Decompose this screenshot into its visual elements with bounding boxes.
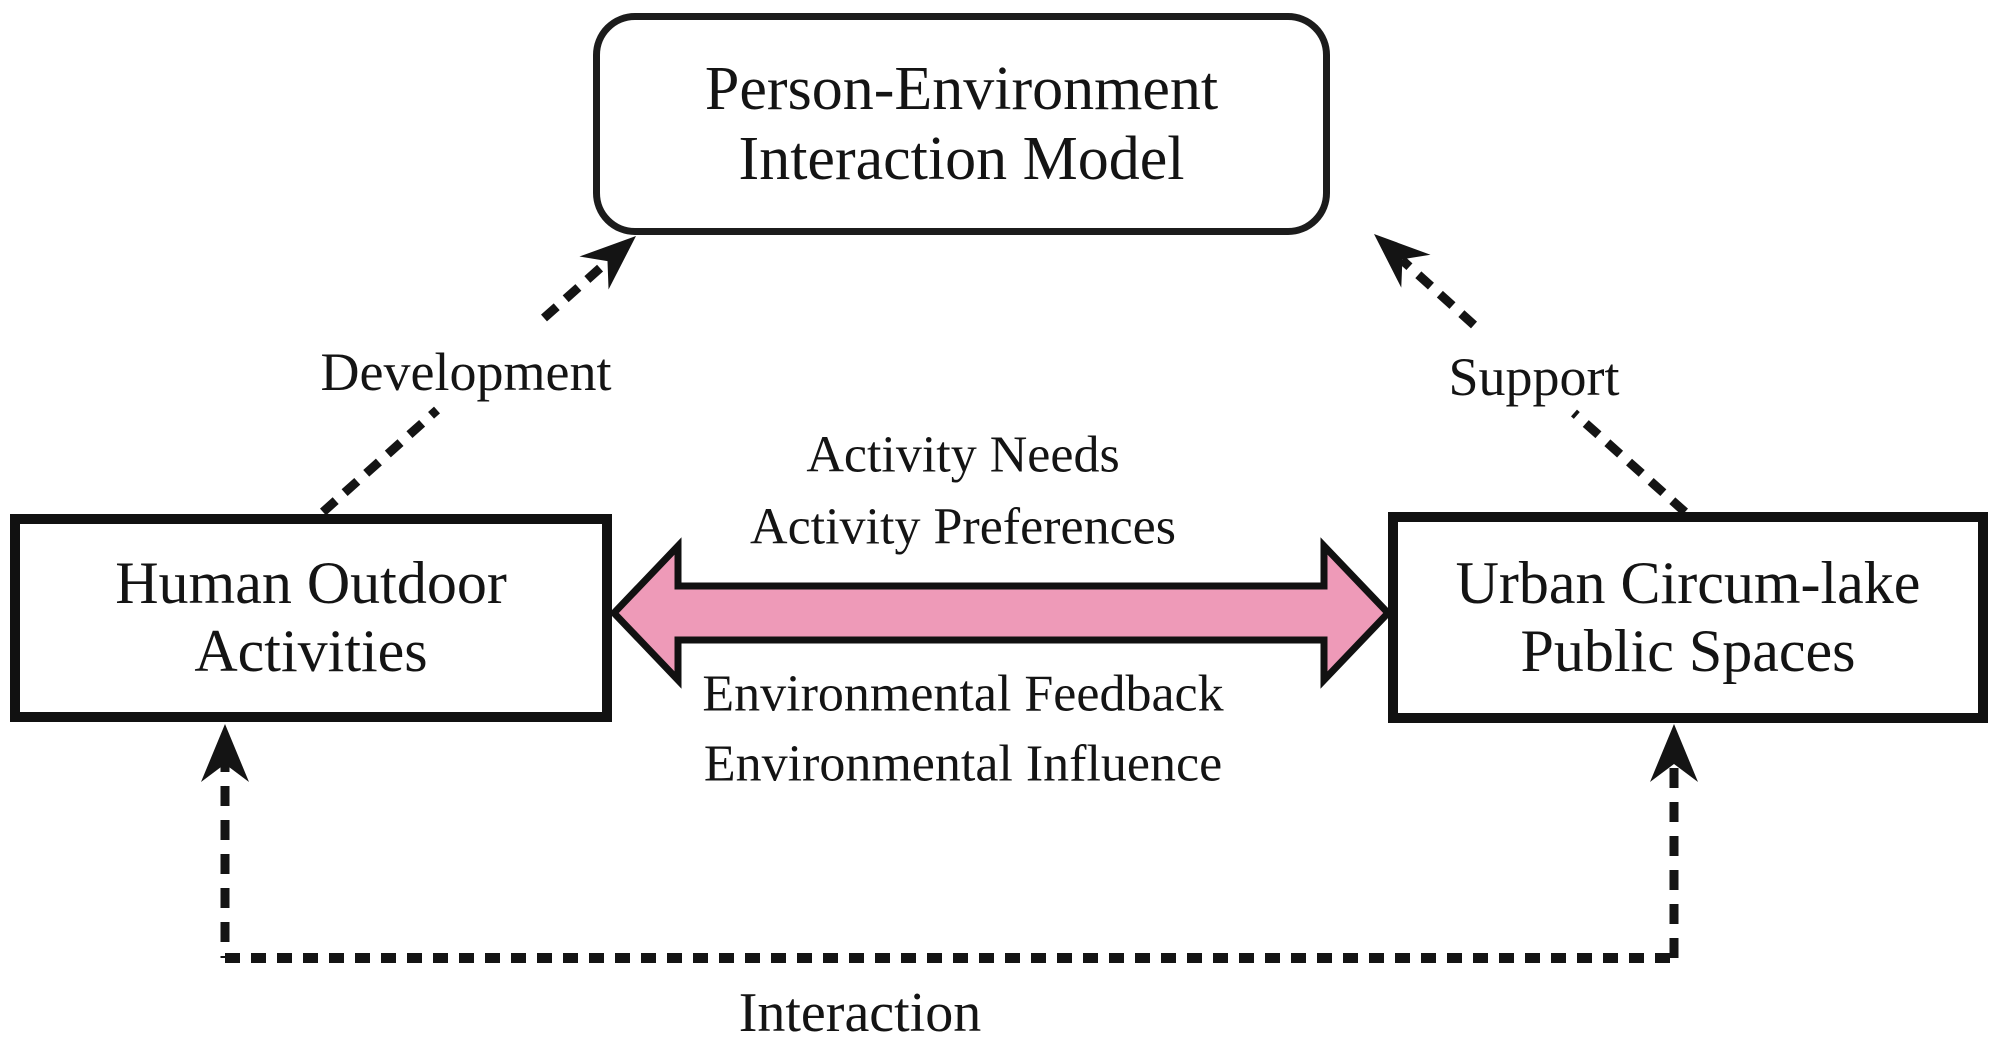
top-box-label-line2: Interaction Model [738, 125, 1185, 193]
interaction-right-arrowhead [1650, 724, 1698, 782]
environmental-influence-label: Environmental Influence [703, 735, 1223, 793]
development-edge-label: Development [320, 342, 612, 402]
support-edge-label: Support [1448, 347, 1620, 407]
activity-preferences-label: Activity Preferences [750, 498, 1176, 556]
support-dashed-line-lower [1571, 409, 1688, 516]
person-environment-model-box: Person-Environment Interaction Model [593, 13, 1330, 235]
support-dashed-line-upper [1398, 256, 1478, 329]
right-box-label-line2: Public Spaces [1520, 617, 1856, 684]
left-box-label-line1: Human Outdoor [115, 550, 507, 617]
development-arrowhead [579, 236, 636, 290]
activity-needs-label: Activity Needs [806, 426, 1120, 484]
double-arrow-shape [609, 537, 1393, 689]
urban-circum-lake-public-spaces-box: Urban Circum-lake Public Spaces [1388, 512, 1988, 723]
environmental-feedback-label: Environmental Feedback [702, 665, 1224, 723]
interaction-edge-label: Interaction [738, 982, 982, 1044]
human-outdoor-activities-box: Human Outdoor Activities [10, 514, 612, 722]
top-box-label-line1: Person-Environment [704, 54, 1219, 123]
support-arrowhead [1374, 234, 1431, 288]
development-dashed-line-lower [319, 406, 441, 516]
interaction-left-arrowhead [201, 724, 249, 782]
development-dashed-line-upper [541, 250, 619, 322]
left-box-label-line2: Activities [194, 618, 428, 684]
right-box-label-line1: Urban Circum-lake [1455, 549, 1921, 616]
